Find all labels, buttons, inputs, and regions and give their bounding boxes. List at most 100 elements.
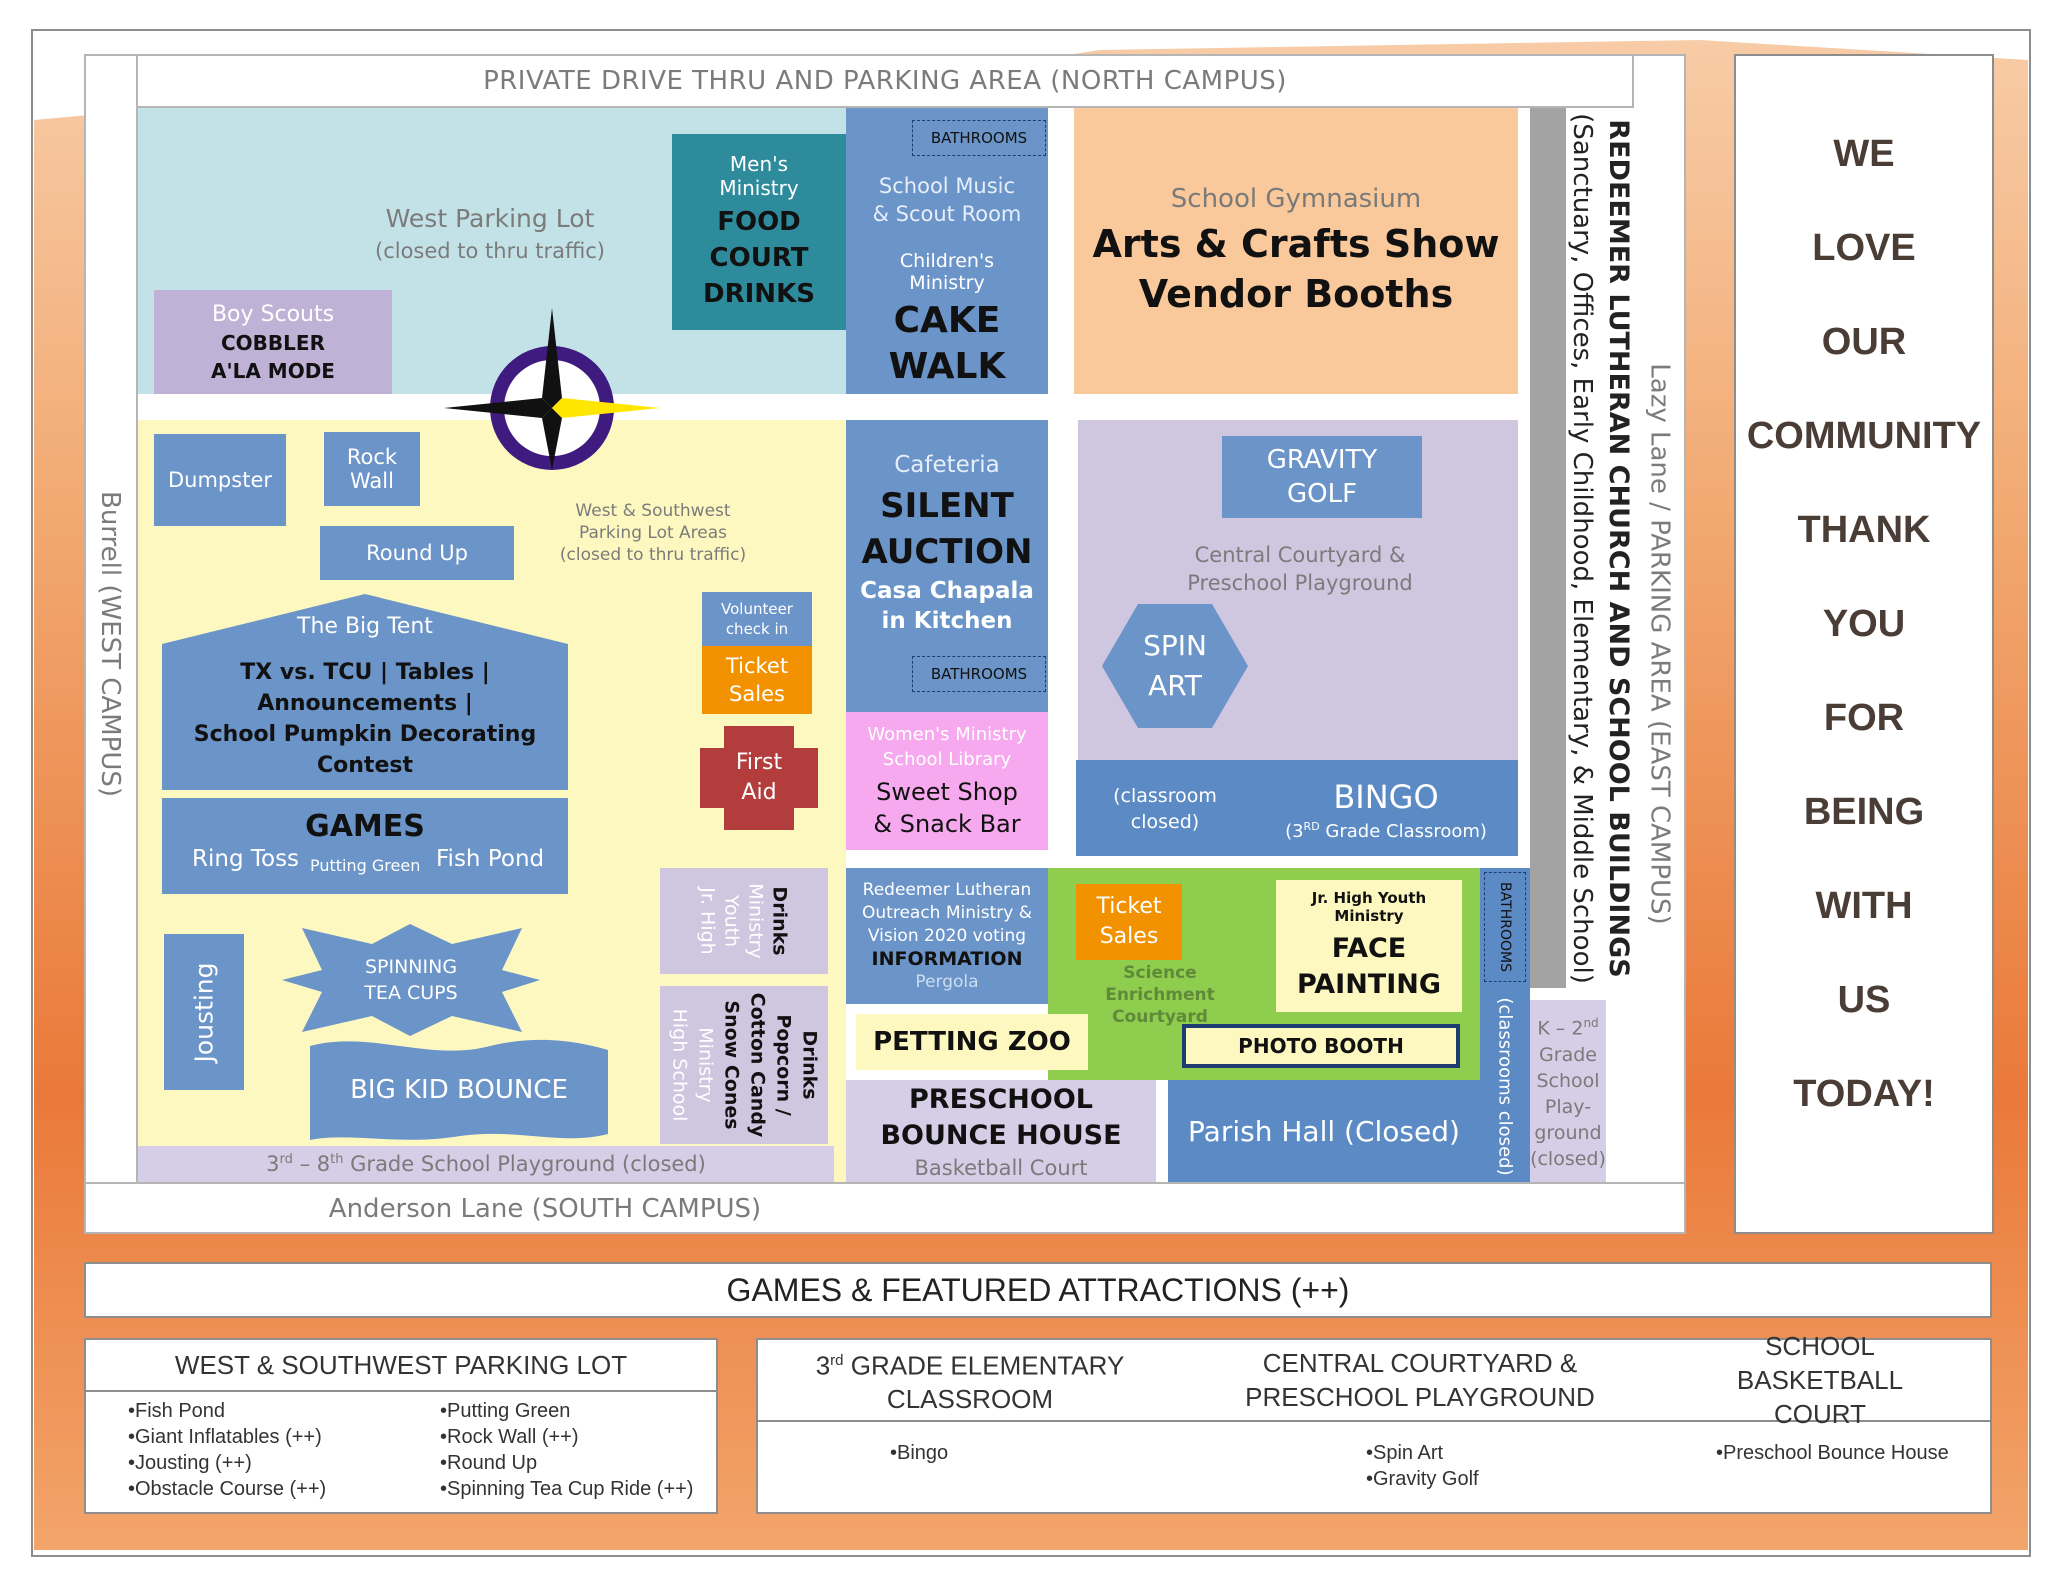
church-title-label: REDEEMER LUTHERAN CHURCH AND SCHOOL BUIL… [1566, 108, 1634, 988]
big-tent-label: The Big Tent TX vs. TCU | Tables | Annou… [193, 613, 537, 778]
legend-west-col1: •Fish Pond •Giant Inflatables (++) •Jousti… [128, 1398, 326, 1502]
banner-word: LOVE [1812, 227, 1916, 269]
first-aid-station[interactable] [700, 726, 818, 830]
sw-parking-lot-label: West & Southwest Parking Lot Areas (clos… [559, 501, 747, 565]
bingo-label: BINGO (3RD Grade Classroom) [1285, 778, 1487, 842]
bathrooms-east[interactable]: BATHROOMS [1484, 872, 1526, 982]
dumpster: Dumpster [154, 434, 286, 526]
legend-list-item: •Putting Green [440, 1400, 571, 1422]
legend-courtyard-title: CENTRAL COURTYARD & PRESCHOOL PLAYGROUND [1245, 1348, 1595, 1412]
first-aid-label: First Aid [735, 750, 783, 805]
legend-east-box [756, 1338, 1992, 1514]
legend-list-item: •Gravity Golf [1366, 1468, 1479, 1490]
parish-hall: Parish Hall (Closed) [1168, 1080, 1480, 1182]
banner-word: TODAY! [1793, 1073, 1935, 1115]
banner-word: THANK [1797, 509, 1931, 551]
legend-list-item: •Spin Art [1366, 1442, 1444, 1464]
k2-playground[interactable]: K – 2nd Grade School Play- ground (close… [1530, 1000, 1606, 1182]
cake-walk-label: Children's Ministry CAKE WALK [888, 250, 1006, 387]
boy-scouts-cobbler-booth[interactable]: Boy Scouts COBBLER A'LA MODE [154, 290, 392, 394]
big-tent[interactable] [162, 594, 568, 790]
north-road-border [136, 106, 1634, 108]
ticket-sales-courtyard[interactable]: Ticket Sales [1076, 884, 1182, 960]
photo-booth[interactable]: PHOTO BOOTH [1182, 1024, 1460, 1068]
east-classroom-strip [1480, 868, 1530, 1182]
big-kid-bounce-label: BIG KID BOUNCE [350, 1075, 568, 1105]
science-enrichment-label: Science Enrichment Courtyard [1105, 963, 1215, 1027]
face-painting-booth[interactable]: Jr. High Youth Ministry FACE PAINTING [1276, 880, 1462, 1012]
west-parking-lot-label: West Parking Lot (closed to thru traffic… [375, 203, 605, 263]
legend-courtyard-items: •Spin Art •Gravity Golf [1366, 1440, 1479, 1492]
school-gymnasium-vendor-booths[interactable]: School Gymnasium Arts & Crafts Show Vend… [1074, 108, 1518, 394]
legend-list-item: •Bingo [890, 1442, 949, 1464]
bathrooms-cafeteria[interactable]: BATHROOMS [912, 656, 1046, 692]
high-school-ministry-snacks[interactable] [660, 986, 828, 1144]
legend-list-item: •Fish Pond [128, 1400, 226, 1422]
west-road-label: Burrell (WEST CAMPUS) [95, 490, 126, 798]
east-road-label: Lazy Lane / PARKING AREA (EAST CAMPUS) [1645, 363, 1676, 925]
big-kid-bounce[interactable] [310, 1036, 608, 1144]
classrooms-closed-label: (classrooms closed) [1494, 996, 1516, 1176]
gravity-golf-attraction[interactable]: GRAVITY GOLF [1222, 436, 1422, 518]
food-court-booth[interactable]: Men's Ministry FOOD COURT DRINKS [672, 134, 846, 330]
jousting-attraction[interactable]: Jousting [164, 934, 244, 1090]
legend-basketball-items: •Preschool Bounce House [1716, 1440, 1949, 1466]
high-school-ministry-label: High School Ministry Snow Cones Cotton C… [667, 992, 820, 1138]
legend-list-item: •Round Up [440, 1452, 538, 1474]
bingo-classroom[interactable] [1076, 760, 1518, 856]
round-up-attraction[interactable]: Round Up [320, 526, 514, 580]
jr-high-youth-drinks[interactable] [660, 868, 828, 974]
north-road-label: PRIVATE DRIVE THRU AND PARKING AREA (NOR… [483, 66, 1287, 96]
cafeteria-label: Cafeteria SILENT AUCTION Casa Chapala in… [860, 452, 1034, 634]
south-road-border [84, 1182, 1686, 1184]
south-road-label: Anderson Lane (SOUTH CAMPUS) [328, 1194, 762, 1224]
legend-list-item: •Giant Inflatables (++) [128, 1426, 322, 1448]
legend-west-col2: •Putting Green •Rock Wall (++) •Round Up •S… [440, 1398, 693, 1502]
legend-east-divider [756, 1420, 1992, 1422]
preschool-bounce-house[interactable]: PRESCHOOL BOUNCE HOUSE Basketball Court [846, 1080, 1156, 1182]
classroom-closed-label: (classroom closed) [1113, 785, 1217, 833]
fish-pond-label[interactable]: Fish Pond [436, 846, 545, 872]
banner-word: BEING [1803, 791, 1925, 833]
compass-rose-icon [444, 308, 660, 470]
games-area[interactable] [162, 798, 568, 894]
banner-word: YOU [1822, 603, 1906, 645]
legend-list-item: •Obstacle Course (++) [128, 1478, 327, 1500]
spin-art-attraction[interactable] [1102, 604, 1248, 728]
legend-header: GAMES & FEATURED ATTRACTIONS (++) [84, 1262, 1992, 1318]
rock-wall-attraction[interactable]: Rock Wall [324, 432, 420, 506]
petting-zoo[interactable]: PETTING ZOO [856, 1014, 1088, 1070]
information-pergola[interactable]: Redeemer Lutheran Outreach Ministry & Vi… [846, 868, 1048, 1004]
legend-list-item: •Rock Wall (++) [440, 1426, 579, 1448]
volunteer-check-in[interactable]: Volunteer check in [702, 592, 812, 646]
legend-west-box [84, 1338, 718, 1514]
music-scout-room-label: School Music & Scout Room [872, 174, 1022, 226]
banner-word: OUR [1821, 321, 1907, 363]
legend-basketball-title: SCHOOL BASKETBALL COURT [1736, 1331, 1904, 1429]
cafeteria-silent-auction[interactable] [846, 420, 1048, 712]
ticket-sales-west[interactable]: Ticket Sales [702, 646, 812, 714]
tea-cups-label: SPINNING TEA CUPS [364, 956, 458, 1004]
games-title: GAMES [305, 808, 425, 844]
legend-list-item: •Preschool Bounce House [1716, 1442, 1949, 1464]
grade-3-8-playground: 3rd – 8th Grade School Playground (close… [138, 1146, 834, 1182]
banner-word: COMMUNITY [1746, 415, 1982, 457]
central-courtyard-label: Central Courtyard & Preschool Playground [1187, 543, 1413, 595]
legend-list-item: •Spinning Tea Cup Ride (++) [440, 1478, 694, 1500]
banner-word: WITH [1815, 885, 1913, 927]
sweet-shop-snack-bar[interactable]: Women's Ministry School Library Sweet Sh… [846, 712, 1048, 850]
legend-grade3-title: 3rd GRADE ELEMENTARY CLASSROOM [815, 1350, 1125, 1415]
ring-toss-label[interactable]: Ring Toss [192, 846, 300, 872]
bathrooms-north[interactable]: BATHROOMS [912, 120, 1046, 156]
legend-west-title: WEST & SOUTHWEST PARKING LOT [86, 1340, 716, 1392]
legend-list-item: •Jousting (++) [128, 1452, 252, 1474]
legend-grade3-items: •Bingo [890, 1440, 948, 1466]
putting-green-label[interactable]: Putting Green [310, 856, 421, 875]
spin-art-label: SPIN ART [1143, 629, 1207, 702]
jr-high-drinks-label: Jr. High Youth Ministry Drinks [697, 883, 791, 959]
banner-word: US [1837, 979, 1891, 1021]
spinning-tea-cups-ride[interactable] [282, 924, 540, 1036]
banner-word: WE [1833, 133, 1895, 175]
community-banner [1734, 54, 1994, 1234]
